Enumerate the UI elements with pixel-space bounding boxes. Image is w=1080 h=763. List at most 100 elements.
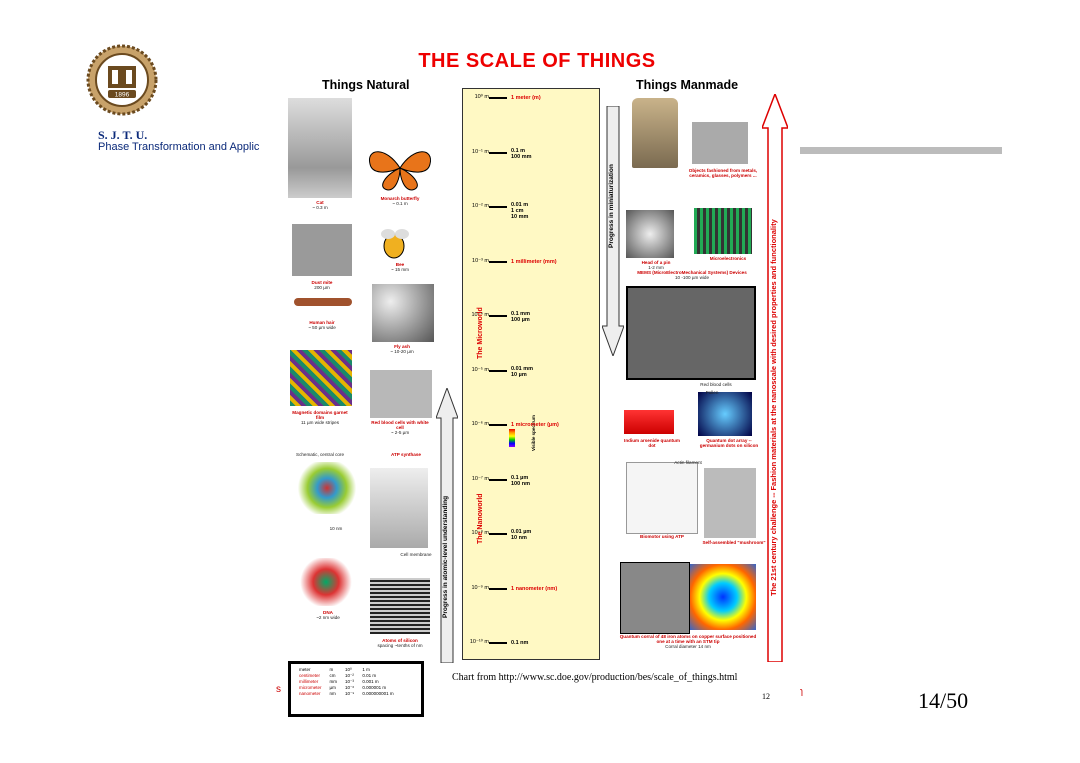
image-caption: Quantum corral of 48 iron atoms on coppe… <box>618 634 758 649</box>
caption-size: ~ 15 mm <box>391 267 409 272</box>
ruler-tick-label: 1 nanometer (nm) <box>511 586 557 592</box>
challenge-label: The 21st century challenge -- Fashion ma… <box>769 219 778 596</box>
university-seal-icon: 1896 <box>86 44 158 116</box>
units-cell: 10⁰ <box>345 667 352 672</box>
bee-image <box>381 229 409 259</box>
caption-title: Dust mite <box>311 280 333 285</box>
units-cell: millimeter <box>299 679 319 684</box>
header-divider-bar <box>800 147 1002 154</box>
cat-image <box>288 98 352 198</box>
units-cell: 10⁻⁹ <box>345 691 355 696</box>
caption-title: Monarch butterfly <box>380 196 420 201</box>
caption-size: ~ 2-5 µm <box>390 430 410 435</box>
footer-fragment-left: s <box>276 684 281 695</box>
caption-size: ~ 0.3 m <box>312 205 328 210</box>
units-cell: µm <box>329 685 336 690</box>
ruler-tick-label-line: 1 meter (m) <box>511 95 541 101</box>
ruler-tick <box>489 369 507 372</box>
dust-mite-image <box>292 224 352 276</box>
ruler-tick <box>489 478 507 481</box>
ruler-tick-label-line: 0.1 m <box>511 147 526 154</box>
ruler-tick <box>489 315 507 317</box>
units-cell: 1 m <box>362 667 370 672</box>
scale-ruler: The Microworld The Nanoworld Visible spe… <box>462 88 600 660</box>
course-subtitle: Phase Transformation and Applic <box>98 141 260 153</box>
units-cell: 0.000000001 m <box>362 691 394 696</box>
ruler-tick <box>489 424 507 426</box>
units-cell: nm <box>329 691 336 696</box>
ruler-tick-label-line: 0.01 mm <box>511 365 534 372</box>
nanoworld-label: The Nanoworld <box>477 493 484 544</box>
caption-title: Cell membrane <box>400 552 432 557</box>
ruler-tick-label-line: 1 nanometer (nm) <box>511 585 558 592</box>
units-cell: micrometer <box>299 685 322 690</box>
ruler-tick-label-line: 10 mm <box>511 214 529 220</box>
understanding-arrow <box>436 388 458 663</box>
ruler-tick-exponent: 10⁻⁴ m <box>471 312 490 318</box>
atp-synthase-image <box>370 468 428 548</box>
microelectronics-image <box>694 208 752 254</box>
image-caption: Monarch butterfly~ 0.1 m <box>368 196 432 206</box>
caption-size: ~2 nm wide <box>316 615 340 620</box>
caption-title: Head of a pin <box>641 260 671 265</box>
caption-title: MEMS (MicroElectroMechanical Systems) De… <box>637 270 747 275</box>
ruler-tick <box>489 642 507 644</box>
silicon-atoms-image <box>370 578 430 634</box>
visible-spectrum-label: Visible spectrum <box>531 415 536 451</box>
caption-size: ~ 0.1 m <box>392 201 408 206</box>
ruler-tick-label-line: 100 µm <box>511 317 530 323</box>
image-caption: Bee~ 15 mm <box>368 262 432 272</box>
dna-image <box>298 558 354 606</box>
caption-title: Bee <box>395 262 405 267</box>
caption-title: Cat <box>316 200 324 205</box>
image-caption: Biomotor using ATP <box>624 534 700 539</box>
image-caption: DNA~2 nm wide <box>296 610 360 620</box>
stm-frames-image <box>620 562 690 634</box>
image-caption: Red blood cells with white cell~ 2-5 µm <box>368 420 432 435</box>
units-cell: m <box>329 667 334 672</box>
ruler-tick-label: 1 millimeter (mm) <box>511 259 557 265</box>
ruler-tick-exponent: 10⁻³ m <box>472 257 489 264</box>
ruler-tick-label-line: 1 cm <box>511 208 524 214</box>
image-caption: Cell membrane <box>384 552 448 557</box>
units-cell: meter <box>299 667 311 672</box>
chart-source: Chart from http://www.sc.doe.gov/product… <box>452 672 738 683</box>
ruler-tick-exponent: 10⁻⁶ m <box>471 421 489 427</box>
mems-gears-image <box>626 286 756 380</box>
mushroom-image <box>704 468 756 538</box>
human-hair-image <box>294 298 352 306</box>
ruler-tick-label-line: 10 µm <box>511 371 527 378</box>
caption-title: 10 nm <box>329 526 343 531</box>
units-cell: 10⁻³ <box>345 679 354 684</box>
image-caption: Pollen <box>680 390 744 395</box>
image-caption: ATP synthase <box>374 452 438 457</box>
logo-year: 1896 <box>115 92 130 99</box>
quantum-dot-image <box>624 410 674 434</box>
caption-title: Biomotor using ATP <box>640 534 684 539</box>
central-core-image <box>298 462 356 514</box>
image-caption: Fly ash~ 10-20 µm <box>370 344 434 354</box>
ruler-tick-exponent: 10⁰ m <box>474 94 489 100</box>
ceramic-vase-image <box>632 98 678 168</box>
caption-title: Quantum dot array -- germanium dots on s… <box>699 438 759 448</box>
image-caption: Red blood cells <box>684 382 748 387</box>
caption-title: DNA <box>323 610 333 615</box>
image-caption: Schematic, central core <box>288 452 352 457</box>
caption-title: Red blood cells <box>700 382 732 387</box>
caption-size: 200 µm <box>314 285 330 290</box>
ruler-tick-exponent: 10⁻⁵ m <box>471 366 489 373</box>
units-cell: 0.001 m <box>362 679 379 684</box>
ruler-tick-label-line: 100 mm <box>511 153 532 160</box>
units-cell: centimeter <box>299 673 321 678</box>
image-caption: Human hair~ 50 µm wide <box>290 320 354 330</box>
ruler-tick <box>489 97 507 99</box>
